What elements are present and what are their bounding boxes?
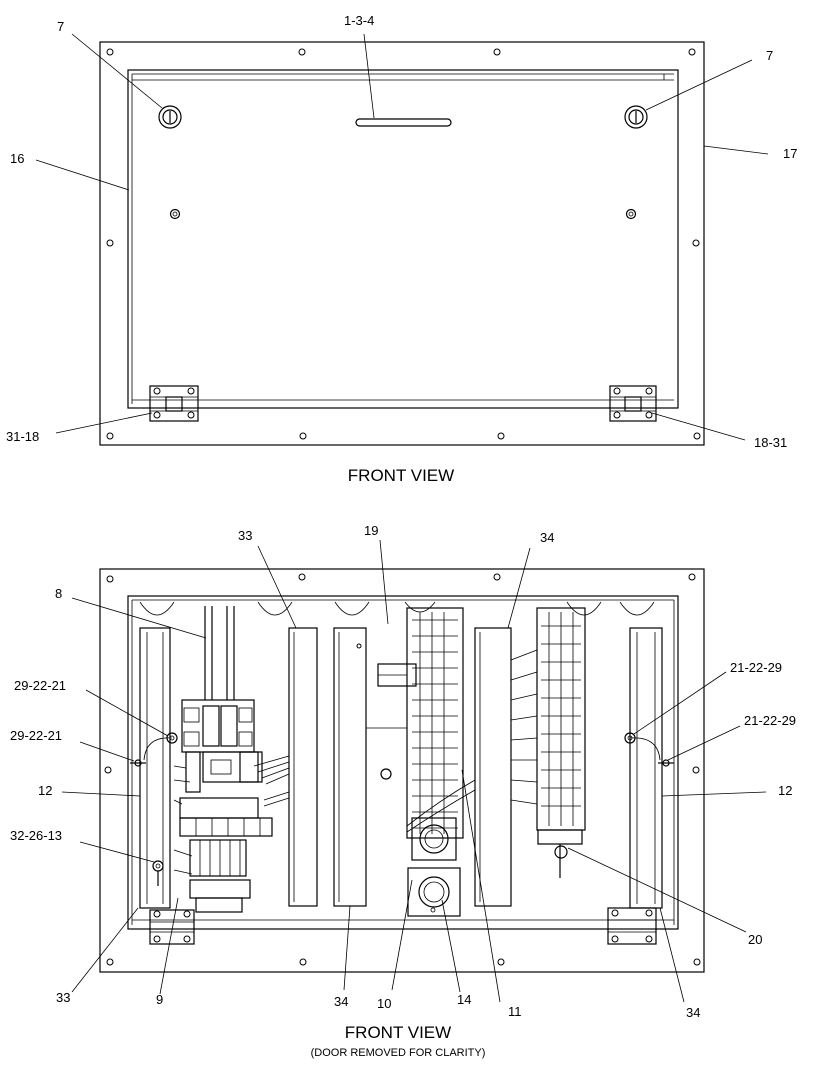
callout-1-3-4: 1-3-4 — [344, 13, 374, 28]
callout-29-22-21-a: 29-22-21 — [14, 678, 66, 693]
latch-left — [158, 105, 182, 129]
terminal-strip-right — [510, 607, 586, 878]
side-rail-right — [629, 627, 663, 909]
callout-14: 14 — [457, 992, 471, 1007]
connector-upper — [411, 817, 457, 861]
view-title-bottom: FRONT VIEW — [345, 1023, 451, 1042]
panel-plug — [380, 768, 392, 780]
ground-studs — [130, 732, 674, 886]
callout-31-18: 31-18 — [6, 429, 39, 444]
callout-29-22-21-b: 29-22-21 — [10, 728, 62, 743]
bottom-front-view: 33 19 34 8 29-22-21 29-22-21 21-22-29 21… — [10, 523, 796, 1059]
callout-8: 8 — [55, 586, 62, 601]
cable-entry — [204, 606, 235, 700]
side-rail-left — [139, 627, 171, 909]
callout-10: 10 — [377, 996, 391, 1011]
callout-21-22-29-b: 21-22-29 — [744, 713, 796, 728]
callout-20: 20 — [748, 932, 762, 947]
wire-duct-3 — [474, 627, 512, 907]
door-handle-slot — [355, 118, 452, 127]
callout-18-31: 18-31 — [754, 435, 787, 450]
callout-9: 9 — [156, 992, 163, 1007]
callout-17: 17 — [783, 146, 797, 161]
callout-34-b2: 34 — [686, 1005, 700, 1020]
enclosure-outline-bottom — [99, 568, 705, 973]
enclosure-inner — [127, 595, 679, 930]
hinge-bottom-left — [149, 909, 195, 945]
hinge-left — [149, 385, 199, 422]
enclosure-outline-top — [99, 41, 705, 446]
callout-34-b1: 34 — [334, 994, 348, 1009]
callout-34-top: 34 — [540, 530, 554, 545]
circuit-breaker-block — [181, 699, 263, 793]
callout-16: 16 — [10, 151, 24, 166]
callout-21-22-29-a: 21-22-29 — [730, 660, 782, 675]
callout-19: 19 — [364, 523, 378, 538]
callout-12-right: 12 — [778, 783, 792, 798]
mounting-holes-top — [106, 48, 701, 440]
wire-duct-1 — [288, 627, 318, 907]
callout-32-26-13: 32-26-13 — [10, 828, 62, 843]
hinge-right — [609, 385, 657, 422]
terminal-strip-center — [366, 607, 476, 839]
mounting-holes-bottom — [104, 573, 701, 966]
top-front-view: 7 1-3-4 7 16 17 31-18 18-31 FRONT VIEW — [6, 13, 797, 485]
hinge-bottom-right — [607, 907, 657, 945]
latch-right — [624, 105, 648, 129]
left-terminal-blocks — [179, 797, 273, 913]
wire-duct-2 — [333, 627, 367, 907]
callout-33-top: 33 — [238, 528, 252, 543]
callout-33-bottom: 33 — [56, 990, 70, 1005]
view-subtitle-bottom: (DOOR REMOVED FOR CLARITY) — [311, 1047, 486, 1059]
connector-lower — [407, 867, 461, 917]
view-title-top: FRONT VIEW — [348, 466, 454, 485]
callout-12-left: 12 — [38, 783, 52, 798]
door-studs — [169, 208, 637, 220]
leader-lines-bottom — [61, 539, 767, 1003]
callout-7-left: 7 — [57, 19, 64, 34]
door-panel — [127, 69, 679, 409]
callout-7-right: 7 — [766, 48, 773, 63]
callout-11: 11 — [508, 1004, 522, 1019]
leader-lines-top — [35, 33, 769, 441]
wire-bundle-left — [173, 755, 290, 875]
